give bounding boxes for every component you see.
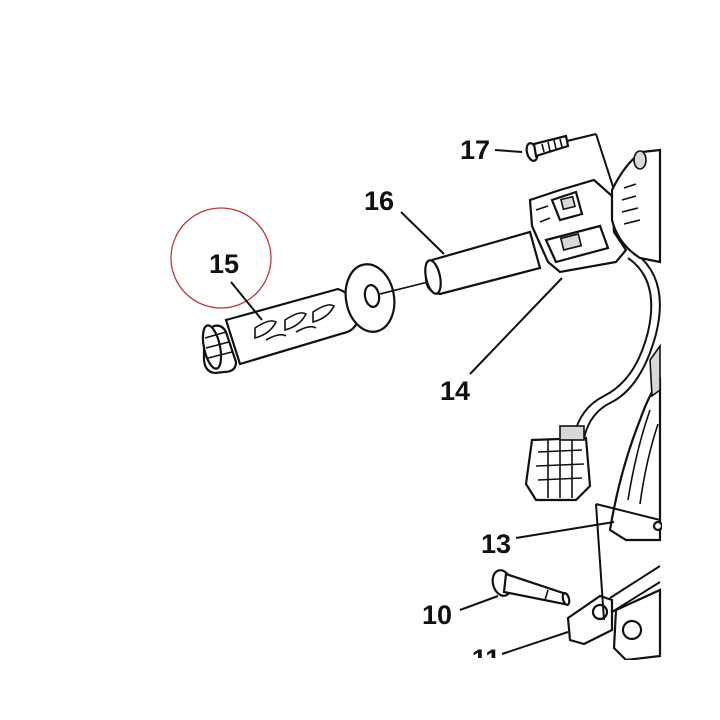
axis-line-15: [379, 281, 429, 295]
leader-11: [501, 631, 569, 655]
cable-connector[interactable]: [524, 425, 592, 502]
pin-part-10[interactable]: [490, 568, 571, 606]
callout-15: 15: [209, 249, 239, 279]
callout-16: 16: [364, 186, 394, 216]
washer[interactable]: [340, 260, 399, 335]
callout-17: 17: [460, 135, 490, 165]
screw-axis-drop: [595, 133, 617, 197]
throttle-tube-part-16[interactable]: [423, 230, 542, 296]
leader-17: [494, 149, 523, 153]
leader-lines: [230, 149, 615, 655]
callout-labels: 15 16 17 14 13 10 11: [209, 135, 511, 674]
right-crop-mask: [662, 0, 720, 720]
bottom-label-crop: [430, 658, 550, 672]
leader-10: [459, 595, 499, 611]
callout-13: 13: [481, 529, 511, 559]
screw-part-17[interactable]: [525, 134, 570, 162]
leader-15: [230, 281, 263, 321]
leader-14: [469, 277, 563, 375]
callout-10: 10: [422, 600, 452, 630]
grip-ridges: [254, 304, 336, 341]
lever-bracket[interactable]: [566, 503, 664, 662]
highlight-circle-15: [170, 207, 272, 309]
bottom-crop-mask: [0, 660, 720, 720]
handlebar-control-body[interactable]: [608, 148, 662, 542]
throttle-housing-part-14[interactable]: [528, 178, 661, 439]
callout-14: 14: [440, 376, 470, 406]
leader-16: [400, 211, 445, 255]
grip-part-15[interactable]: [200, 287, 362, 375]
leader-13: [515, 521, 615, 539]
screw-axis-line: [566, 133, 597, 142]
